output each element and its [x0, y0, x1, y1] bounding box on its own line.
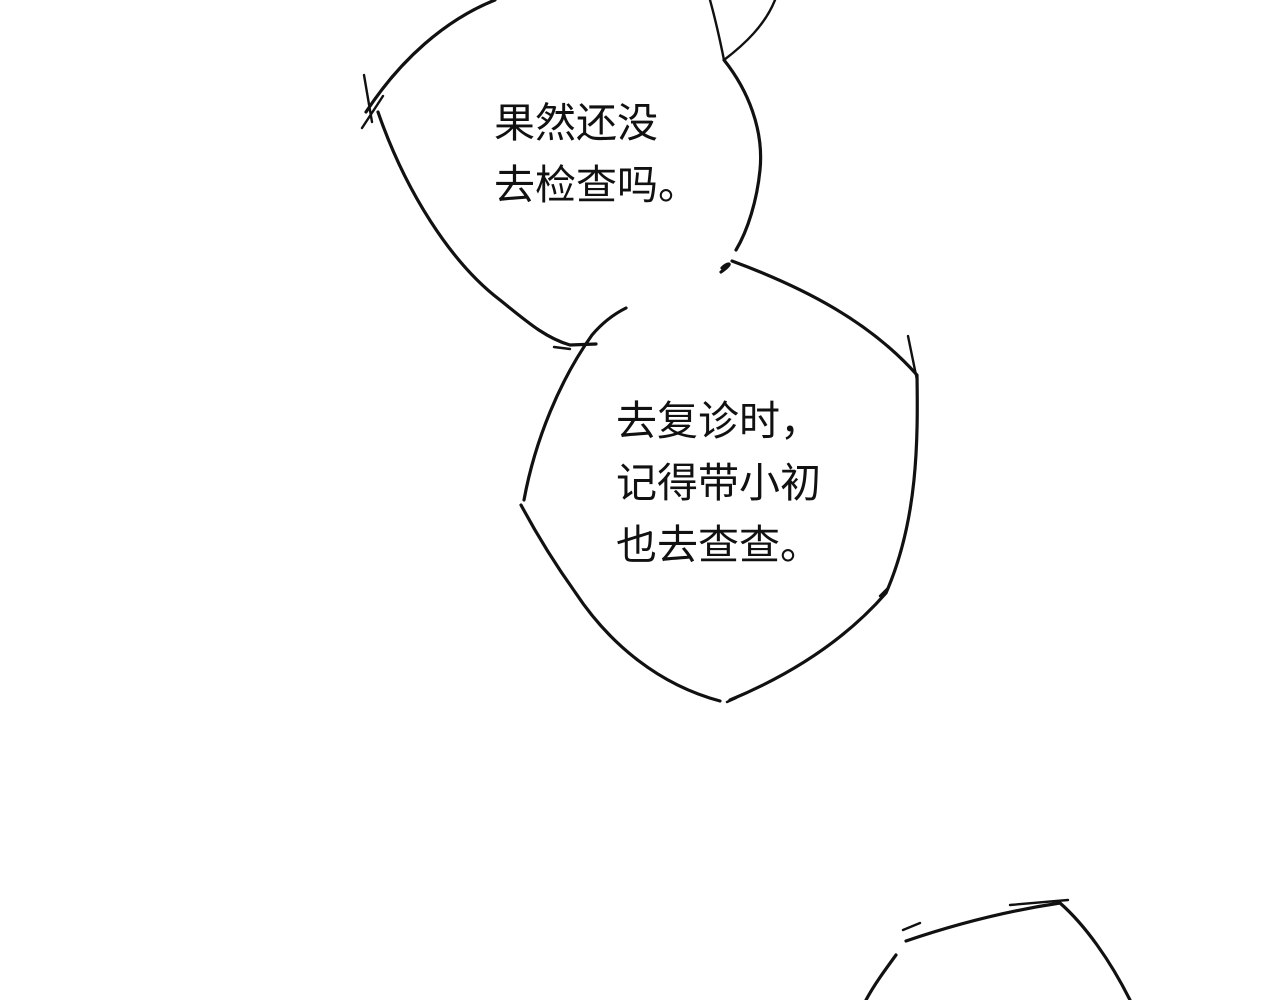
speech-bubble-2-text: 去复诊时， 记得带小初 也去查查。 — [616, 390, 821, 576]
speech-bubble-2-tick — [552, 334, 919, 704]
speech-bubble-2-line-3: 也去查查。 — [616, 521, 821, 569]
speech-bubble-3-tick — [901, 898, 1070, 932]
speech-bubble-3-outline — [864, 901, 1132, 1000]
speech-bubble-1-line-1: 果然还没 — [494, 99, 658, 147]
speech-bubble-2-outline — [519, 259, 919, 703]
speech-bubble-1-tick — [360, 0, 777, 130]
speech-bubble-2-line-2: 记得带小初 — [616, 459, 821, 507]
speech-bubble-1-outline — [364, 0, 763, 347]
speech-bubble-1-line-2: 去检查吗。 — [494, 161, 699, 209]
speech-bubble-1-text: 果然还没 去检查吗。 — [494, 92, 699, 216]
speech-bubble-2-line-1: 去复诊时， — [616, 397, 821, 445]
